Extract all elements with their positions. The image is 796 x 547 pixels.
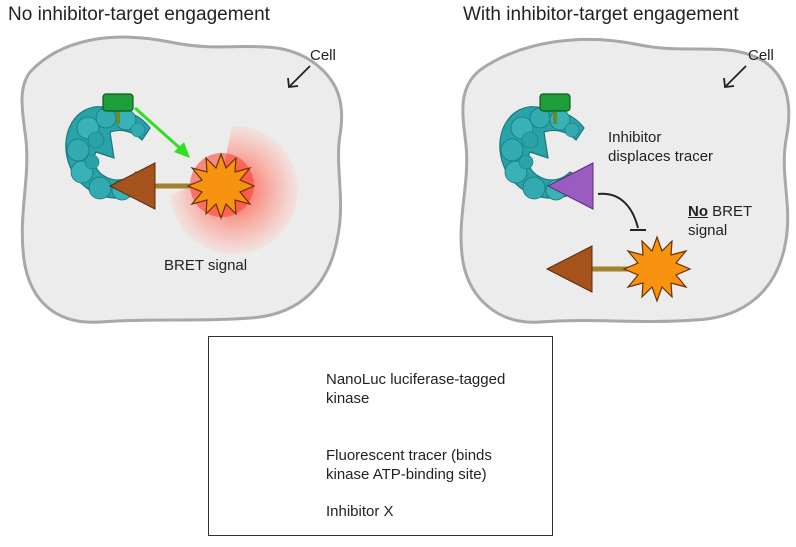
tracer-star-left <box>186 152 256 220</box>
legend-tracer-line1: Fluorescent tracer (binds <box>326 447 492 464</box>
inhibitor-right <box>546 162 594 210</box>
legend-tracer-line2: kinase ATP-binding site) <box>326 466 487 483</box>
legend-kinase-label: NanoLuc luciferase-tagged kinase <box>326 370 505 408</box>
panel-title-left: No inhibitor-target engagement <box>8 4 270 25</box>
nanoluc-tag-right <box>539 93 571 124</box>
tracer-left <box>108 152 256 220</box>
no-signal-bold: No <box>688 203 708 220</box>
nanoluc-tag-left <box>102 93 134 124</box>
panel-title-right: With inhibitor-target engagement <box>463 4 739 25</box>
no-signal-rest: BRET <box>712 203 753 220</box>
cell-label-right: Cell <box>748 47 774 64</box>
no-bret-signal-label: No BRET signal <box>688 202 752 240</box>
bret-energy-arrow <box>134 106 190 158</box>
cell-label-left: Cell <box>310 47 336 64</box>
cell-pointer-arrow-right <box>723 65 747 88</box>
legend-inhibitor-label: Inhibitor X <box>326 503 394 520</box>
legend-box <box>208 336 553 536</box>
inhibitor-label-line1: Inhibitor <box>608 129 662 146</box>
legend-tracer-label: Fluorescent tracer (binds kinase ATP-bin… <box>326 446 492 484</box>
cell-pointer-arrow-left <box>287 65 311 88</box>
legend-kinase-line1: NanoLuc luciferase-tagged <box>326 371 506 388</box>
inhibitor-label-line2: displaces tracer <box>608 148 714 165</box>
tracer-right <box>545 235 692 303</box>
bret-signal-label: BRET signal <box>164 257 248 274</box>
inhibitor-label: Inhibitor displaces tracer <box>608 128 713 166</box>
no-signal-line2: signal <box>688 222 728 239</box>
tracer-star-right <box>622 235 692 303</box>
legend-kinase-line2: kinase <box>326 390 370 407</box>
displacement-arc <box>597 192 646 231</box>
